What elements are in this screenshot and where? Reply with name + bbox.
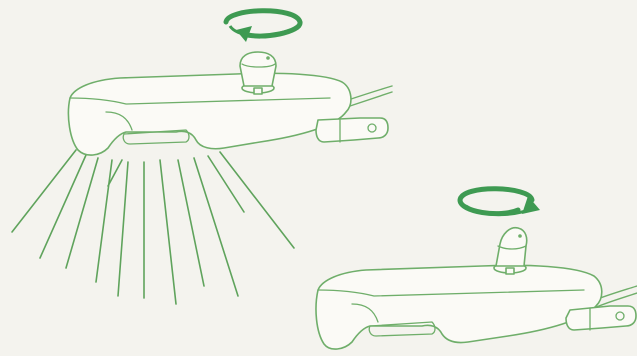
lamp-lens [122,129,190,145]
light-rays-icon [11,149,295,305]
lamp-lens [368,321,436,337]
power-cable [347,85,393,101]
rotate-arrow-icon [223,8,303,42]
rotate-arrow-icon [457,186,540,217]
lamp-housing [315,264,603,350]
mounting-bracket-icon [565,305,637,331]
rotary-knob-icon [493,226,528,275]
rotary-knob-icon [239,51,277,95]
mounting-bracket-icon [315,117,389,143]
bottom-lamp [315,186,637,350]
lamp-housing [67,72,352,156]
top-lamp [11,8,393,305]
